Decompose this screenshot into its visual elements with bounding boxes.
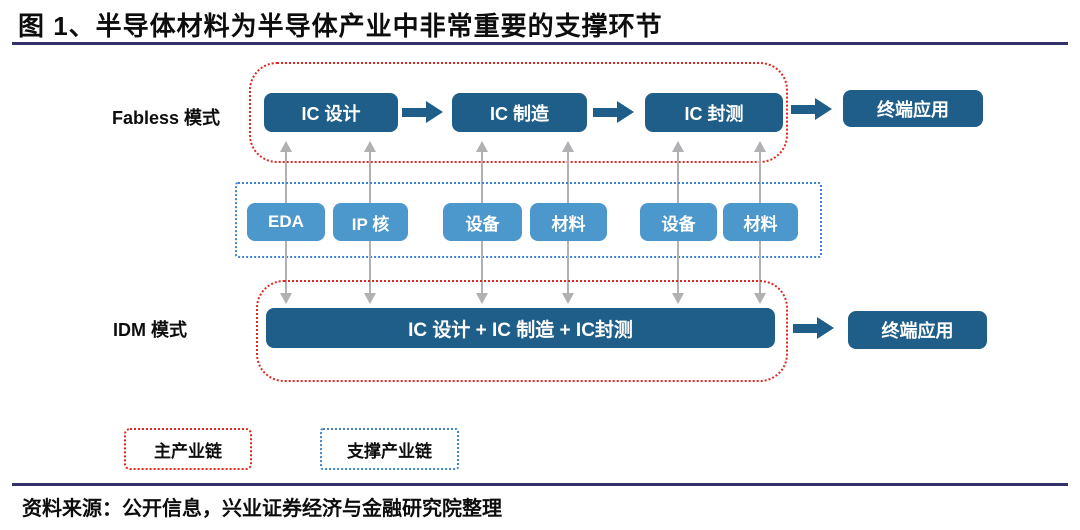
arrow-stem — [677, 152, 679, 204]
arrow-head — [617, 101, 634, 123]
arrow-bar — [791, 104, 815, 114]
arrow-stem — [285, 241, 287, 293]
flow-arrow-icon — [791, 98, 832, 120]
title-divider — [12, 42, 1068, 45]
up-arrow-icon — [364, 141, 376, 204]
idm-terminal-application-box: 终端应用 — [848, 311, 987, 349]
legend-support-chain: 支撑产业链 — [320, 428, 459, 470]
flow-arrow-icon — [402, 101, 443, 123]
arrow-head — [476, 141, 488, 152]
support-box-equipment: 设备 — [443, 203, 522, 241]
support-box-equipment: 设备 — [640, 203, 717, 241]
arrow-stem — [369, 152, 371, 204]
fabless-mode-label: Fabless 模式 — [112, 108, 221, 128]
down-arrow-icon — [672, 241, 684, 304]
arrow-head — [364, 141, 376, 152]
arrow-head — [476, 293, 488, 304]
arrow-head — [280, 293, 292, 304]
legend-main-chain: 主产业链 — [124, 428, 252, 470]
source-divider — [12, 483, 1068, 486]
arrow-head — [364, 293, 376, 304]
fabless-terminal-application-box: 终端应用 — [843, 90, 983, 127]
idm-combined-box: IC 设计 + IC 制造 + IC封测 — [266, 308, 775, 348]
down-arrow-icon — [280, 241, 292, 304]
arrow-stem — [369, 241, 371, 293]
fabless-box-ic-design: IC 设计 — [264, 93, 398, 132]
up-arrow-icon — [754, 141, 766, 204]
arrow-stem — [285, 152, 287, 204]
source-note: 资料来源：公开信息，兴业证券经济与金融研究院整理 — [22, 498, 502, 520]
arrow-stem — [759, 241, 761, 293]
up-arrow-icon — [476, 141, 488, 204]
arrow-bar — [402, 107, 426, 117]
arrow-head — [754, 141, 766, 152]
arrow-head — [562, 141, 574, 152]
arrow-head — [672, 293, 684, 304]
support-box-materials: 材料 — [723, 203, 798, 241]
arrow-bar — [593, 107, 617, 117]
figure-title: 图 1、半导体材料为半导体产业中非常重要的支撑环节 — [18, 11, 663, 41]
arrow-stem — [481, 241, 483, 293]
down-arrow-icon — [364, 241, 376, 304]
support-box-ip-core: IP 核 — [333, 203, 408, 241]
support-chain-frame — [235, 182, 822, 258]
support-box-eda: EDA — [247, 203, 325, 241]
arrow-stem — [677, 241, 679, 293]
flow-arrow-icon — [793, 317, 834, 339]
arrow-stem — [481, 152, 483, 204]
arrow-head — [426, 101, 443, 123]
flow-arrow-icon — [593, 101, 634, 123]
down-arrow-icon — [562, 241, 574, 304]
fabless-main-chain-frame — [249, 62, 788, 163]
support-box-materials: 材料 — [530, 203, 607, 241]
fabless-box-ic-package-test: IC 封测 — [645, 93, 783, 132]
arrow-head — [815, 98, 832, 120]
arrow-stem — [567, 152, 569, 204]
arrow-head — [562, 293, 574, 304]
arrow-head — [817, 317, 834, 339]
fabless-box-ic-manufacture: IC 制造 — [452, 93, 587, 132]
up-arrow-icon — [562, 141, 574, 204]
up-arrow-icon — [672, 141, 684, 204]
arrow-head — [672, 141, 684, 152]
idm-main-chain-frame — [256, 280, 788, 382]
arrow-stem — [759, 152, 761, 204]
arrow-stem — [567, 241, 569, 293]
down-arrow-icon — [476, 241, 488, 304]
arrow-bar — [793, 323, 817, 333]
idm-mode-label: IDM 模式 — [113, 320, 187, 340]
up-arrow-icon — [280, 141, 292, 204]
arrow-head — [280, 141, 292, 152]
